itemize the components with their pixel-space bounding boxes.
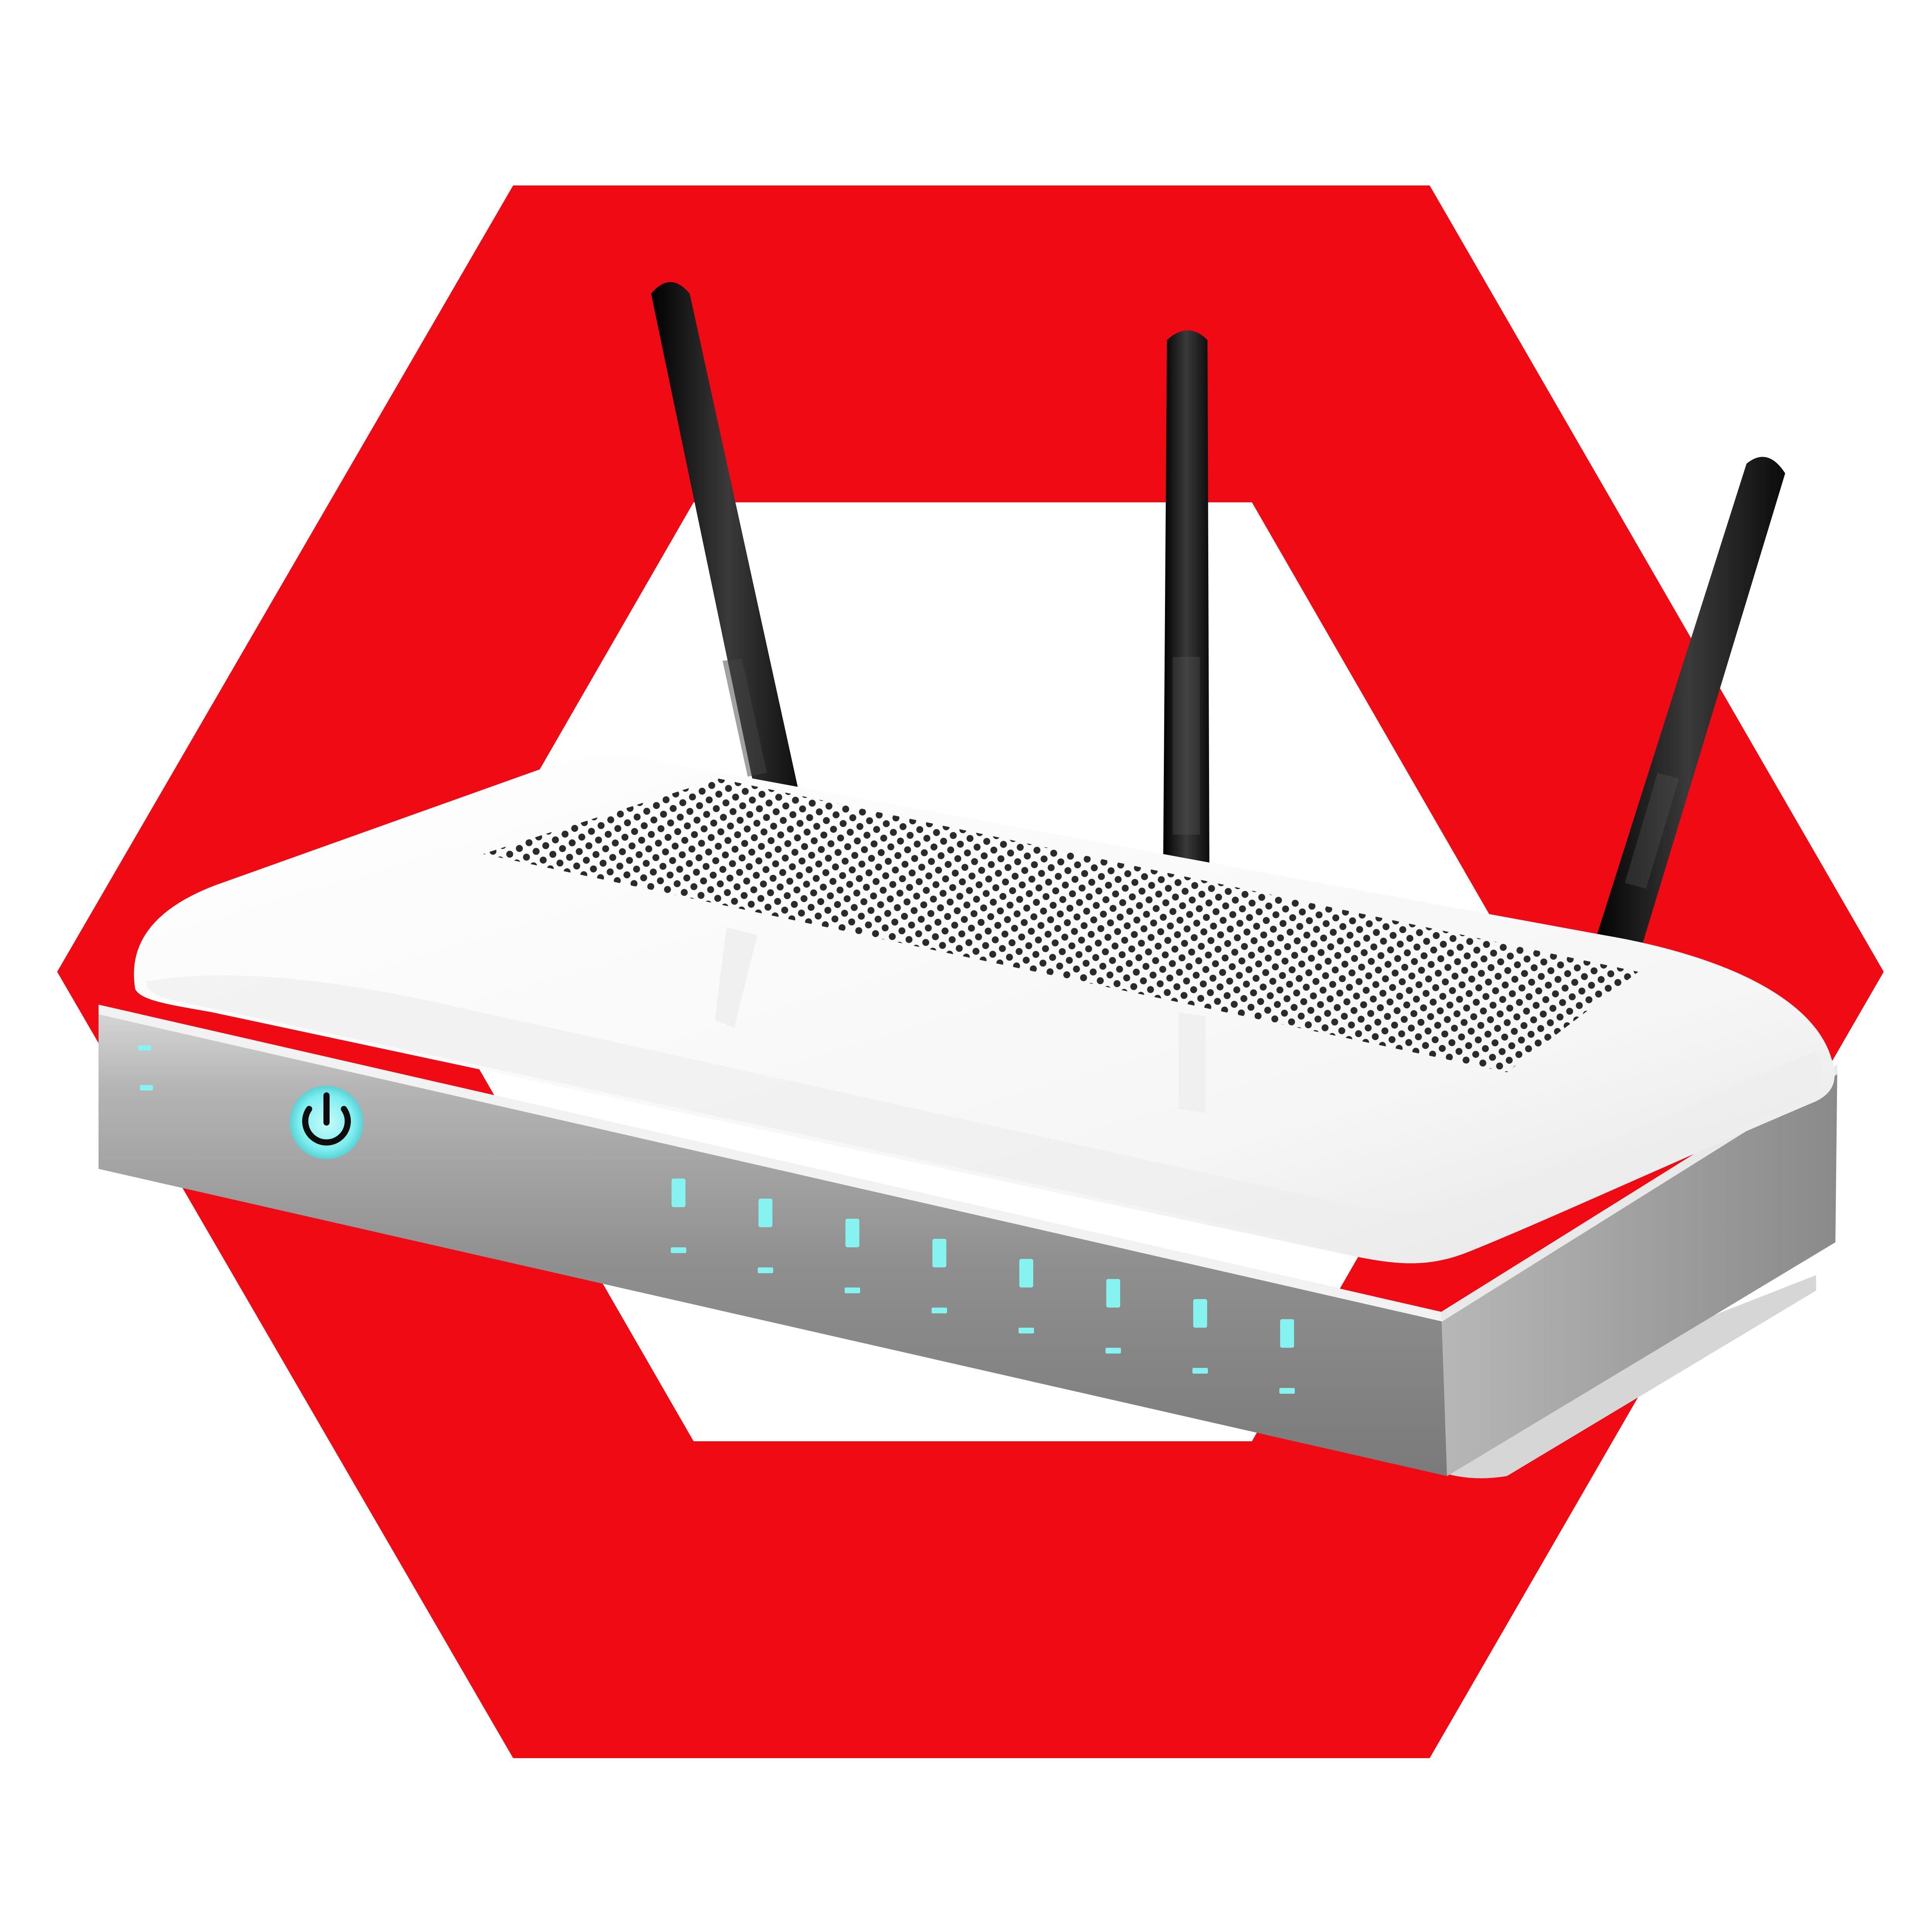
port-led-small: [1192, 1368, 1208, 1374]
port-led: [1193, 1299, 1207, 1328]
port-led-small: [1279, 1388, 1295, 1394]
router-top-shell: [134, 755, 1835, 1264]
port-led: [1280, 1319, 1294, 1348]
port-led: [932, 1239, 946, 1267]
port-led: [845, 1219, 859, 1247]
port-led: [759, 1199, 772, 1227]
router-front-panel: [99, 1005, 1447, 1476]
port-leds: [671, 1179, 1295, 1394]
status-led: [138, 1045, 151, 1051]
vent-grille: [483, 779, 1638, 1072]
antenna-middle: [1163, 330, 1209, 879]
port-led: [672, 1179, 685, 1207]
port-led: [1019, 1259, 1033, 1287]
port-led-small: [932, 1308, 947, 1313]
router-side-panel: [1441, 1065, 1837, 1476]
power-button[interactable]: [290, 1086, 363, 1159]
status-leds: [138, 1045, 153, 1090]
port-led-small: [845, 1287, 860, 1293]
port-led-small: [758, 1267, 773, 1273]
port-led-small: [671, 1247, 686, 1253]
status-led: [140, 1085, 153, 1090]
port-led: [1106, 1279, 1120, 1308]
power-icon: [302, 1092, 351, 1146]
antenna-right: [1592, 457, 1785, 964]
antenna-left: [651, 282, 806, 831]
port-led-small: [1019, 1328, 1034, 1333]
router-body: [99, 755, 1837, 1478]
port-led-small: [1105, 1348, 1121, 1354]
